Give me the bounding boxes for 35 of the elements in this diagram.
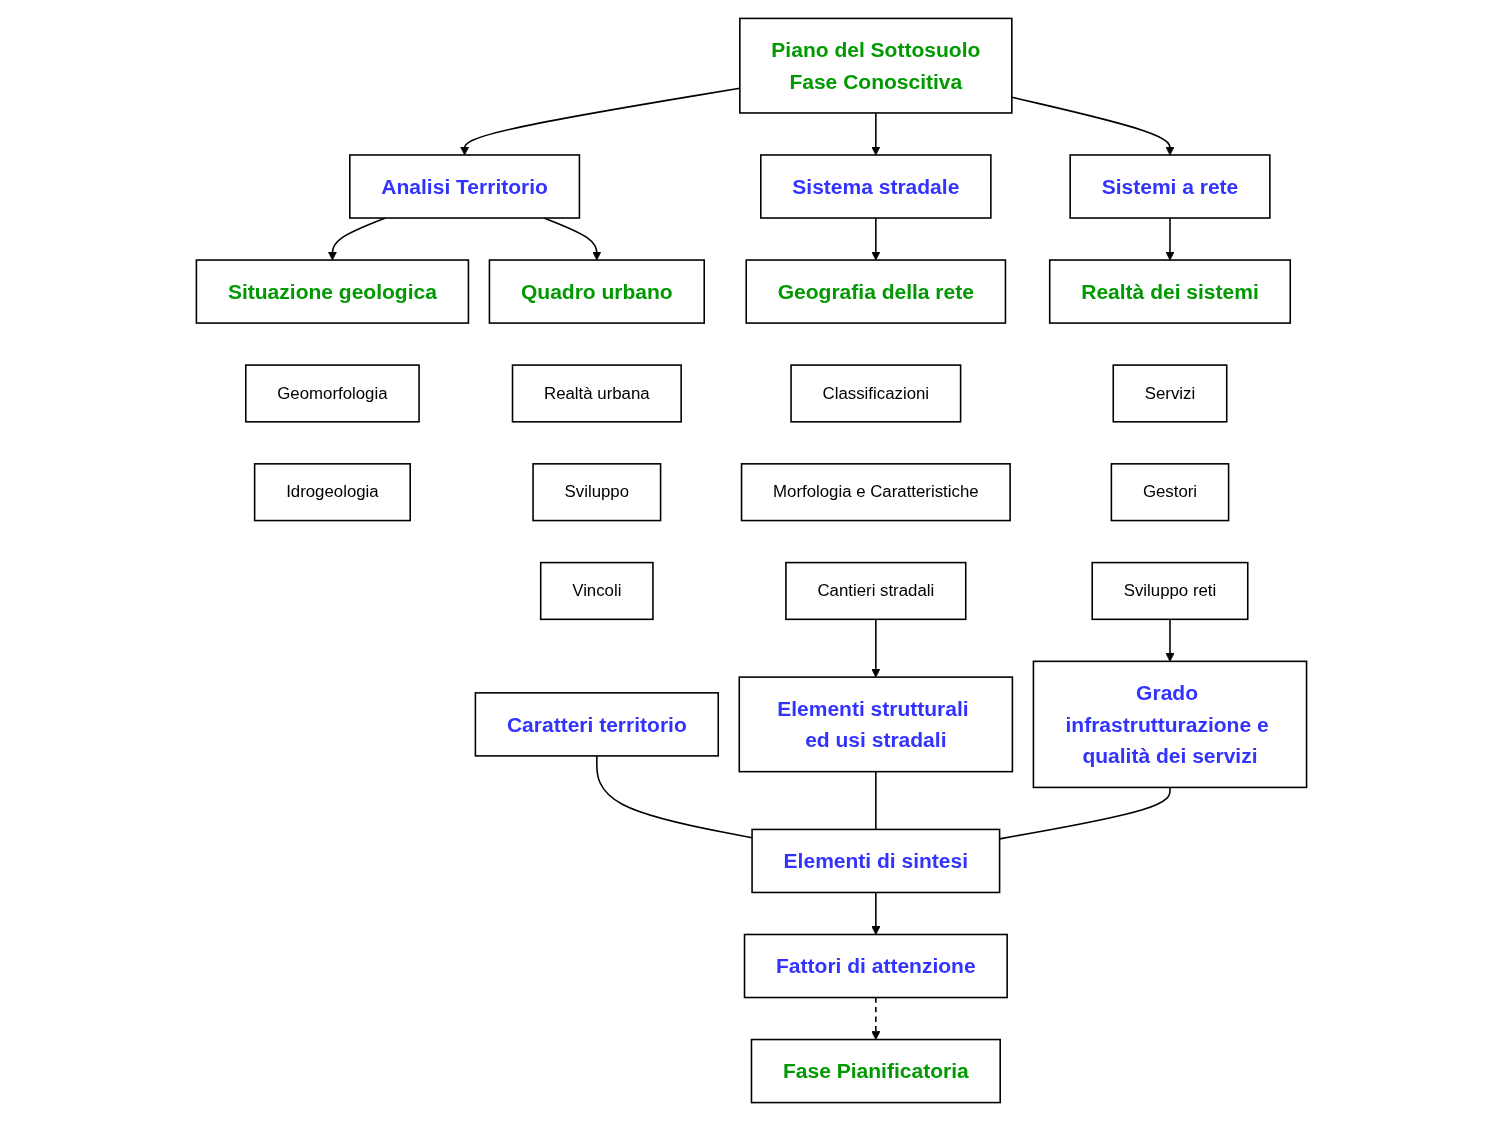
node-box: Idrogeologia	[253, 463, 411, 522]
node-box: Sistemi a rete	[1069, 154, 1271, 219]
node-box: Realtà urbana	[511, 364, 682, 423]
connector	[875, 770, 877, 831]
node-box: Geomorfologia	[245, 364, 420, 423]
node-box: Geografia della rete	[745, 259, 1007, 324]
node-box: Quadro urbano	[488, 259, 706, 324]
arrow	[871, 996, 881, 1040]
node-box: Grado infrastrutturazione e qualità dei servizi	[1032, 660, 1308, 789]
node-box: Situazione geologica	[195, 259, 470, 324]
node-box: Vincoli	[539, 561, 654, 621]
node-box: Cantieri stradali	[785, 561, 967, 621]
node-box: Classificazioni	[790, 364, 962, 423]
arrow	[871, 891, 881, 935]
arrow	[1011, 96, 1175, 156]
node-box: Sviluppo	[532, 463, 662, 522]
node-box: Elementi strutturali ed usi stradali	[738, 676, 1014, 773]
arrow	[871, 112, 881, 156]
node-box: Fase Pianificatoria	[750, 1038, 1001, 1104]
node-box: Piano del Sottosuolo Fase Conoscitiva	[739, 17, 1013, 114]
arrow	[1165, 217, 1175, 261]
connector	[596, 755, 753, 839]
node-box: Caratteri territorio	[474, 692, 720, 757]
node-box: Elementi di sintesi	[751, 828, 1001, 894]
node-box: Analisi Territorio	[349, 154, 581, 219]
node-box: Servizi	[1112, 364, 1228, 423]
node-box: Sviluppo reti	[1091, 561, 1249, 621]
node-box: Gestori	[1110, 463, 1230, 522]
node-box: Sistema stradale	[760, 154, 992, 219]
node-box: Morfologia e Caratteristiche	[740, 463, 1011, 522]
arrow	[871, 217, 881, 261]
node-box: Realtà dei sistemi	[1048, 259, 1292, 324]
node-box: Fattori di attenzione	[743, 933, 1008, 999]
arrow	[871, 618, 881, 678]
arrow	[1165, 618, 1175, 662]
